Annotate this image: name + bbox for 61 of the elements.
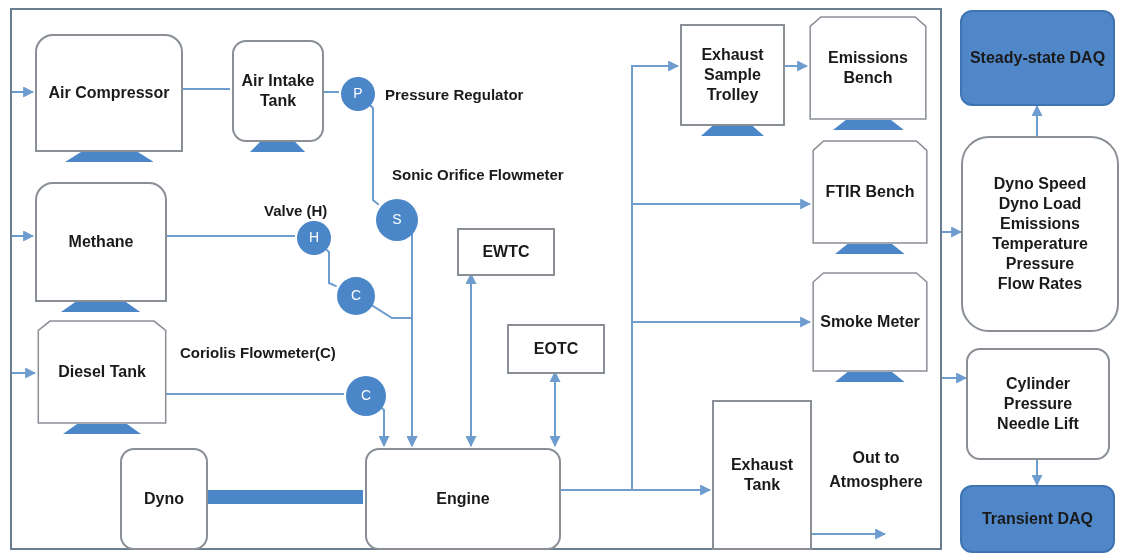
drive-shaft bbox=[206, 490, 363, 504]
arrow bbox=[378, 405, 390, 448]
node-label: Engine bbox=[435, 489, 491, 509]
node-label: Dyno bbox=[143, 489, 185, 509]
instrument-letter: S bbox=[391, 211, 403, 229]
node-label: Air Compressor bbox=[47, 83, 171, 103]
node-label: Dyno Speed bbox=[992, 174, 1088, 194]
equipment-box bbox=[812, 272, 928, 372]
outlet-label: Out to Atmosphere bbox=[828, 448, 924, 492]
node-label: Transient DAQ bbox=[980, 509, 1095, 529]
process-box bbox=[680, 24, 785, 126]
node-label: Air Intake Tank bbox=[240, 71, 316, 111]
node-label: Exhaust Tank bbox=[729, 455, 795, 495]
process-box bbox=[457, 228, 555, 276]
instrument-letter: C bbox=[359, 387, 373, 405]
node-label: Emissions bbox=[999, 214, 1081, 234]
node-label: Methane bbox=[67, 232, 135, 252]
node-label: Pressure bbox=[1004, 254, 1076, 274]
arrow bbox=[369, 303, 418, 448]
node-label: Cylinder Pressure bbox=[1002, 374, 1074, 414]
test-cell-frame bbox=[10, 8, 942, 550]
arrow bbox=[11, 230, 35, 242]
arrow bbox=[941, 372, 968, 384]
node-label: Diesel Tank bbox=[57, 362, 147, 382]
equipment-box bbox=[809, 16, 927, 120]
process-box bbox=[966, 348, 1110, 460]
daq-box bbox=[960, 485, 1115, 553]
process-box bbox=[507, 324, 605, 374]
node-label: FTIR Bench bbox=[824, 182, 916, 202]
node-label: Temperature bbox=[991, 234, 1089, 254]
daq-box bbox=[960, 10, 1115, 106]
equipment-box bbox=[35, 182, 167, 302]
node-label: Dyno Load bbox=[997, 194, 1083, 214]
component-label: Sonic Orifice Flowmeter bbox=[392, 165, 564, 185]
equipment-box bbox=[35, 34, 183, 152]
node-label: Flow Rates bbox=[996, 274, 1084, 294]
instrument-letter: P bbox=[352, 85, 364, 103]
arrow bbox=[1031, 459, 1043, 487]
signal-list-box bbox=[961, 136, 1119, 332]
component-label: Valve (H) bbox=[264, 201, 328, 221]
instrument-letter: C bbox=[349, 287, 363, 305]
equipment-box bbox=[37, 320, 167, 424]
process-box bbox=[365, 448, 561, 550]
node-label: EOTC bbox=[532, 339, 580, 359]
process-box bbox=[120, 448, 208, 550]
arrow bbox=[1031, 104, 1043, 137]
node-label: Smoke Meter bbox=[819, 312, 921, 332]
arrow bbox=[11, 86, 35, 98]
arrow bbox=[941, 226, 963, 238]
node-label: Emissions Bench bbox=[827, 48, 909, 88]
node-label: EWTC bbox=[481, 242, 531, 262]
node-label: Exhaust Sample Trolley bbox=[700, 45, 765, 105]
component-label: Pressure Regulator bbox=[385, 85, 524, 105]
component-label: Coriolis Flowmeter(C) bbox=[180, 343, 336, 363]
process-box bbox=[712, 400, 812, 550]
equipment-box bbox=[812, 140, 928, 244]
arrow bbox=[11, 367, 37, 379]
process-box bbox=[232, 40, 324, 142]
instrument-letter: H bbox=[307, 229, 321, 247]
node-label: Steady-state DAQ bbox=[968, 48, 1107, 68]
node-label: Needle Lift bbox=[996, 414, 1080, 434]
